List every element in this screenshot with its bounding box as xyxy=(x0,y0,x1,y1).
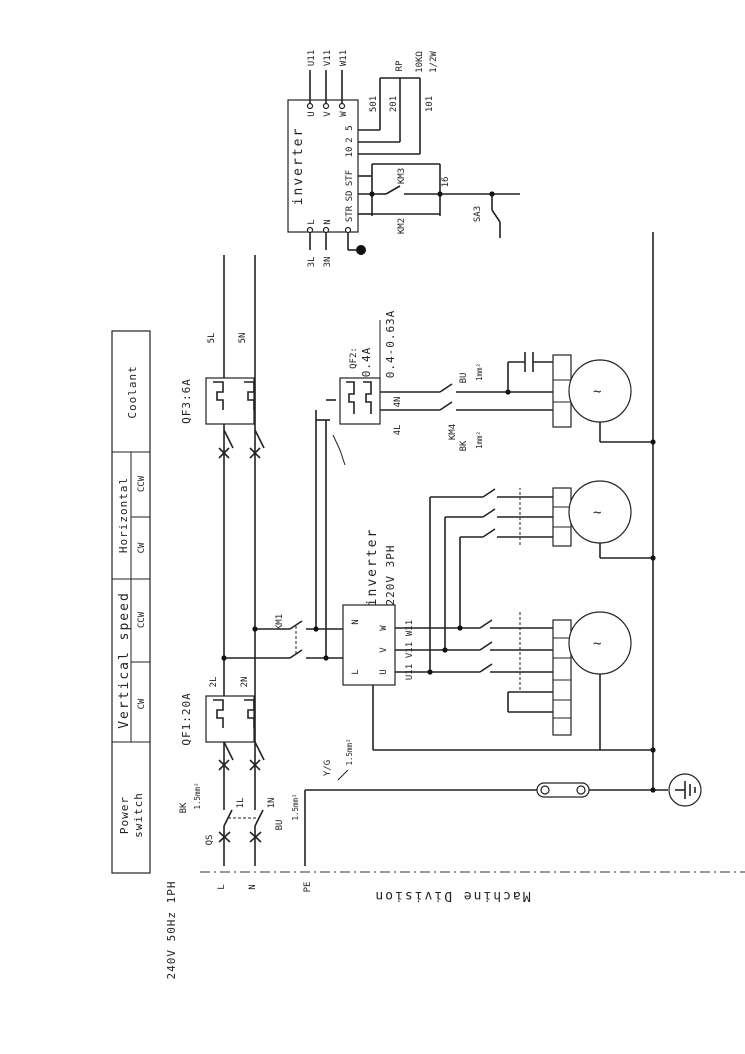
wire-v11-top: V11 xyxy=(323,50,333,66)
table-ccw-1: CCW xyxy=(137,611,147,628)
wire-yg-size: 1.5mm² xyxy=(345,738,354,765)
control-inverter-title: inverter xyxy=(291,127,306,206)
wire-501-label: 501 xyxy=(369,96,379,112)
coolant-motor-symbol: ~ xyxy=(593,384,601,400)
table-coolant: Coolant xyxy=(126,365,139,418)
ctrl-terminal-w: W xyxy=(339,111,349,117)
function-table: Coolant Horizontal Vertical speed CW CCW… xyxy=(111,330,151,874)
wire-4l-label: 4L xyxy=(393,425,403,436)
horizontal-motor-symbol: ~ xyxy=(593,505,601,521)
main-inverter: inverter 220V 3PH L N U V W U11 V11 W11 xyxy=(342,528,415,686)
main-inverter-n: N xyxy=(351,619,361,624)
wire-w11-top: W11 xyxy=(339,50,349,66)
km3-label: KM3 xyxy=(397,168,407,184)
ground-icon xyxy=(668,773,702,807)
table-horizontal: Horizontal xyxy=(117,477,130,553)
table-power-switch-2: switch xyxy=(132,792,145,838)
coolant-motor: ~ xyxy=(552,354,653,443)
ctrl-terminal-5: 5 xyxy=(345,125,355,130)
wire-yg-label: Y/G xyxy=(323,760,333,776)
wire-2l-label: 2L xyxy=(209,677,219,688)
main-inverter-u: U xyxy=(379,669,389,674)
control-inverter: inverter U V W 10 2 5 STF SD STR L N U11… xyxy=(287,50,366,268)
wire-5n-label: 5N xyxy=(238,333,248,344)
control-switches: KM3 KM2 16 SA3 xyxy=(358,163,520,238)
wire-201-label: 201 xyxy=(389,96,399,112)
ctrl-terminal-sd: SD xyxy=(345,191,355,202)
wire-1l-label: 1L xyxy=(236,798,246,809)
wire-bu-coolant: BU xyxy=(459,373,469,384)
wire-16-label: 16 xyxy=(441,177,451,188)
wire-5l-label: 5L xyxy=(207,333,217,344)
wire-bk-coolant-size: 1mm² xyxy=(475,431,484,449)
ground-bus xyxy=(372,232,656,798)
sa3-label: SA3 xyxy=(473,206,483,222)
table-cw-1: CW xyxy=(137,698,147,709)
coolant-wiring: 4N 4L BU 1mm² KM4 BK 1mm² xyxy=(380,352,553,451)
wire-bk-coolant: BK xyxy=(459,440,469,451)
km4-label: KM4 xyxy=(448,424,458,440)
table-vertical-speed: Vertical speed xyxy=(117,591,132,729)
horizontal-motor: ~ xyxy=(552,480,653,559)
table-cw-2: CW xyxy=(137,542,147,553)
main-inverter-l: L xyxy=(351,669,361,674)
qf1-label: QF1:20A xyxy=(180,692,193,745)
ctrl-terminal-str: STR xyxy=(345,205,355,222)
qf2-range: 0.4-0.63A xyxy=(384,310,397,379)
wire-bk-size: 1.5mm² xyxy=(193,782,202,809)
qs-label: QS xyxy=(205,835,215,846)
ctrl-terminal-l: L xyxy=(307,219,317,224)
qf3-label: QF3:6A xyxy=(180,378,193,424)
qf2-breaker: QF2: 0.4A 0.4-0.63A xyxy=(315,310,397,466)
table-power-switch-1: Power xyxy=(118,796,131,834)
vertical-motor-symbol: ~ xyxy=(593,636,601,652)
wire-3l-top: 3L xyxy=(307,257,317,268)
ctrl-terminal-n: N xyxy=(323,219,333,224)
machine-division-label: Machine Division xyxy=(373,888,530,903)
main-inverter-spec: 220V 3PH xyxy=(384,545,397,606)
rp-power: 1/2W xyxy=(429,51,439,73)
qf3-breaker: QF3:6A 5L 5N xyxy=(180,333,265,459)
motor-wiring xyxy=(395,488,553,713)
ctrl-terminal-stf: STF xyxy=(345,170,355,186)
supply-n-label: N xyxy=(248,884,258,889)
supply-wiring xyxy=(223,255,668,866)
wire-pe-size: 1.5mm² xyxy=(291,793,300,820)
supply-pe-label: PE xyxy=(303,882,313,893)
table-ccw-2: CCW xyxy=(137,475,147,492)
wire-3n-top: 3N xyxy=(323,257,333,268)
qs-switch: QS 1L 1N BK 1.5mm² BU 1.5mm² Y/G 1.5mm² xyxy=(179,738,354,845)
main-inverter-v: V xyxy=(379,647,389,653)
supply-l-label: L xyxy=(217,884,227,889)
main-inverter-title: inverter xyxy=(365,528,380,607)
qf2-label: QF2: xyxy=(349,347,359,369)
ctrl-terminal-2: 2 xyxy=(345,137,355,142)
km2-label: KM2 xyxy=(397,218,407,234)
ctrl-terminal-v: V xyxy=(323,111,333,117)
km1-wiring: KM1 3L 3N xyxy=(221,420,353,675)
main-inverter-w: W xyxy=(379,625,389,631)
km1-label: KM1 xyxy=(275,614,285,630)
wire-4n-label: 4N xyxy=(393,397,403,408)
rp-label: RP xyxy=(395,60,405,71)
rp-value: 10KΩ xyxy=(415,51,425,73)
wire-101-label: 101 xyxy=(425,96,435,112)
supply-spec: 240V 50Hz 1PH xyxy=(165,880,178,979)
wire-2n-label: 2N xyxy=(240,677,250,688)
wire-bk-label: BK xyxy=(179,802,189,813)
wire-1n-label: 1N xyxy=(267,798,277,809)
wire-bu-coolant-size: 1mm² xyxy=(475,363,484,381)
potentiometer: 501 201 101 RP 10KΩ 1/2W xyxy=(358,51,439,155)
ctrl-terminal-u: U xyxy=(307,111,317,116)
qf2-rating: 0.4A xyxy=(360,347,373,378)
wire-u11-top: U11 xyxy=(307,50,317,66)
qf1-breaker: QF1:20A 2L 2N xyxy=(180,677,265,771)
wire-bu-label: BU xyxy=(275,820,285,831)
vertical-motor: ~ xyxy=(552,611,632,750)
ctrl-terminal-10: 10 xyxy=(345,147,355,158)
